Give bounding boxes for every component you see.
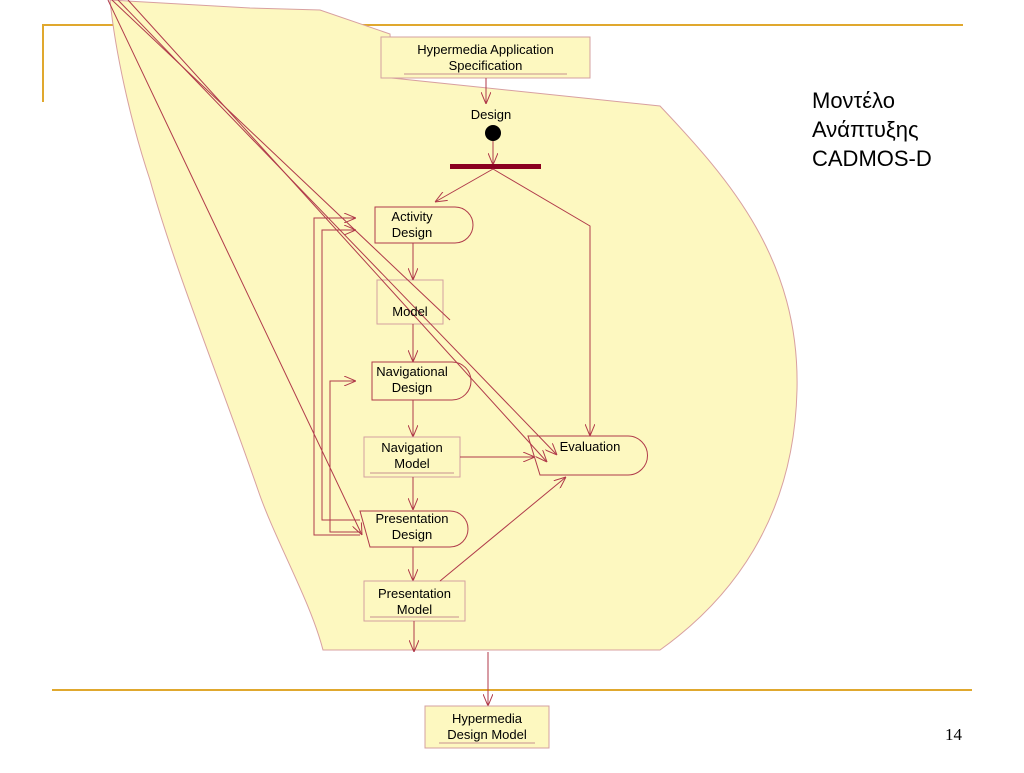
arrow-pm-evaluation	[439, 477, 566, 582]
output-label: Hypermedia Design Model	[447, 711, 527, 742]
output-box[interactable]	[424, 705, 550, 749]
loop-inner-left	[329, 386, 360, 533]
diagonal-2	[111, 0, 451, 321]
arrow-fork-activity	[435, 168, 494, 202]
activity-design-label: Activity Design	[391, 209, 433, 240]
slide-title: Μοντέλο Ανάπτυξης CADMOS-D	[812, 88, 932, 171]
activity-design-node[interactable]	[374, 206, 474, 244]
navigation-model-box[interactable]	[363, 436, 461, 478]
loop-outer	[313, 218, 360, 536]
activity-model-label: Activity Model	[392, 304, 428, 319]
initial-node	[485, 125, 501, 141]
spec-label: Hypermedia Application Specification	[417, 42, 554, 73]
fork-bar	[450, 164, 541, 169]
presentation-design-node[interactable]	[359, 510, 469, 548]
diagonal-3	[117, 0, 557, 455]
spec-box[interactable]	[380, 36, 591, 79]
page-number: 14	[945, 725, 962, 744]
navigation-model-label: Navigation Model	[381, 440, 443, 471]
navigational-design-label: Navigational Design	[376, 364, 448, 395]
presentation-model-box[interactable]	[363, 580, 466, 622]
presentation-design-label: Presentation Design	[375, 511, 449, 542]
evaluation-label: Evaluation	[559, 439, 621, 454]
background-shape	[109, 0, 798, 651]
diagonal-4	[127, 0, 547, 462]
presentation-model-label: Presentation Model	[378, 586, 451, 617]
arrow-fork-evaluation	[492, 168, 590, 436]
design-label: Design	[470, 107, 512, 122]
diagonal-1	[107, 0, 362, 535]
